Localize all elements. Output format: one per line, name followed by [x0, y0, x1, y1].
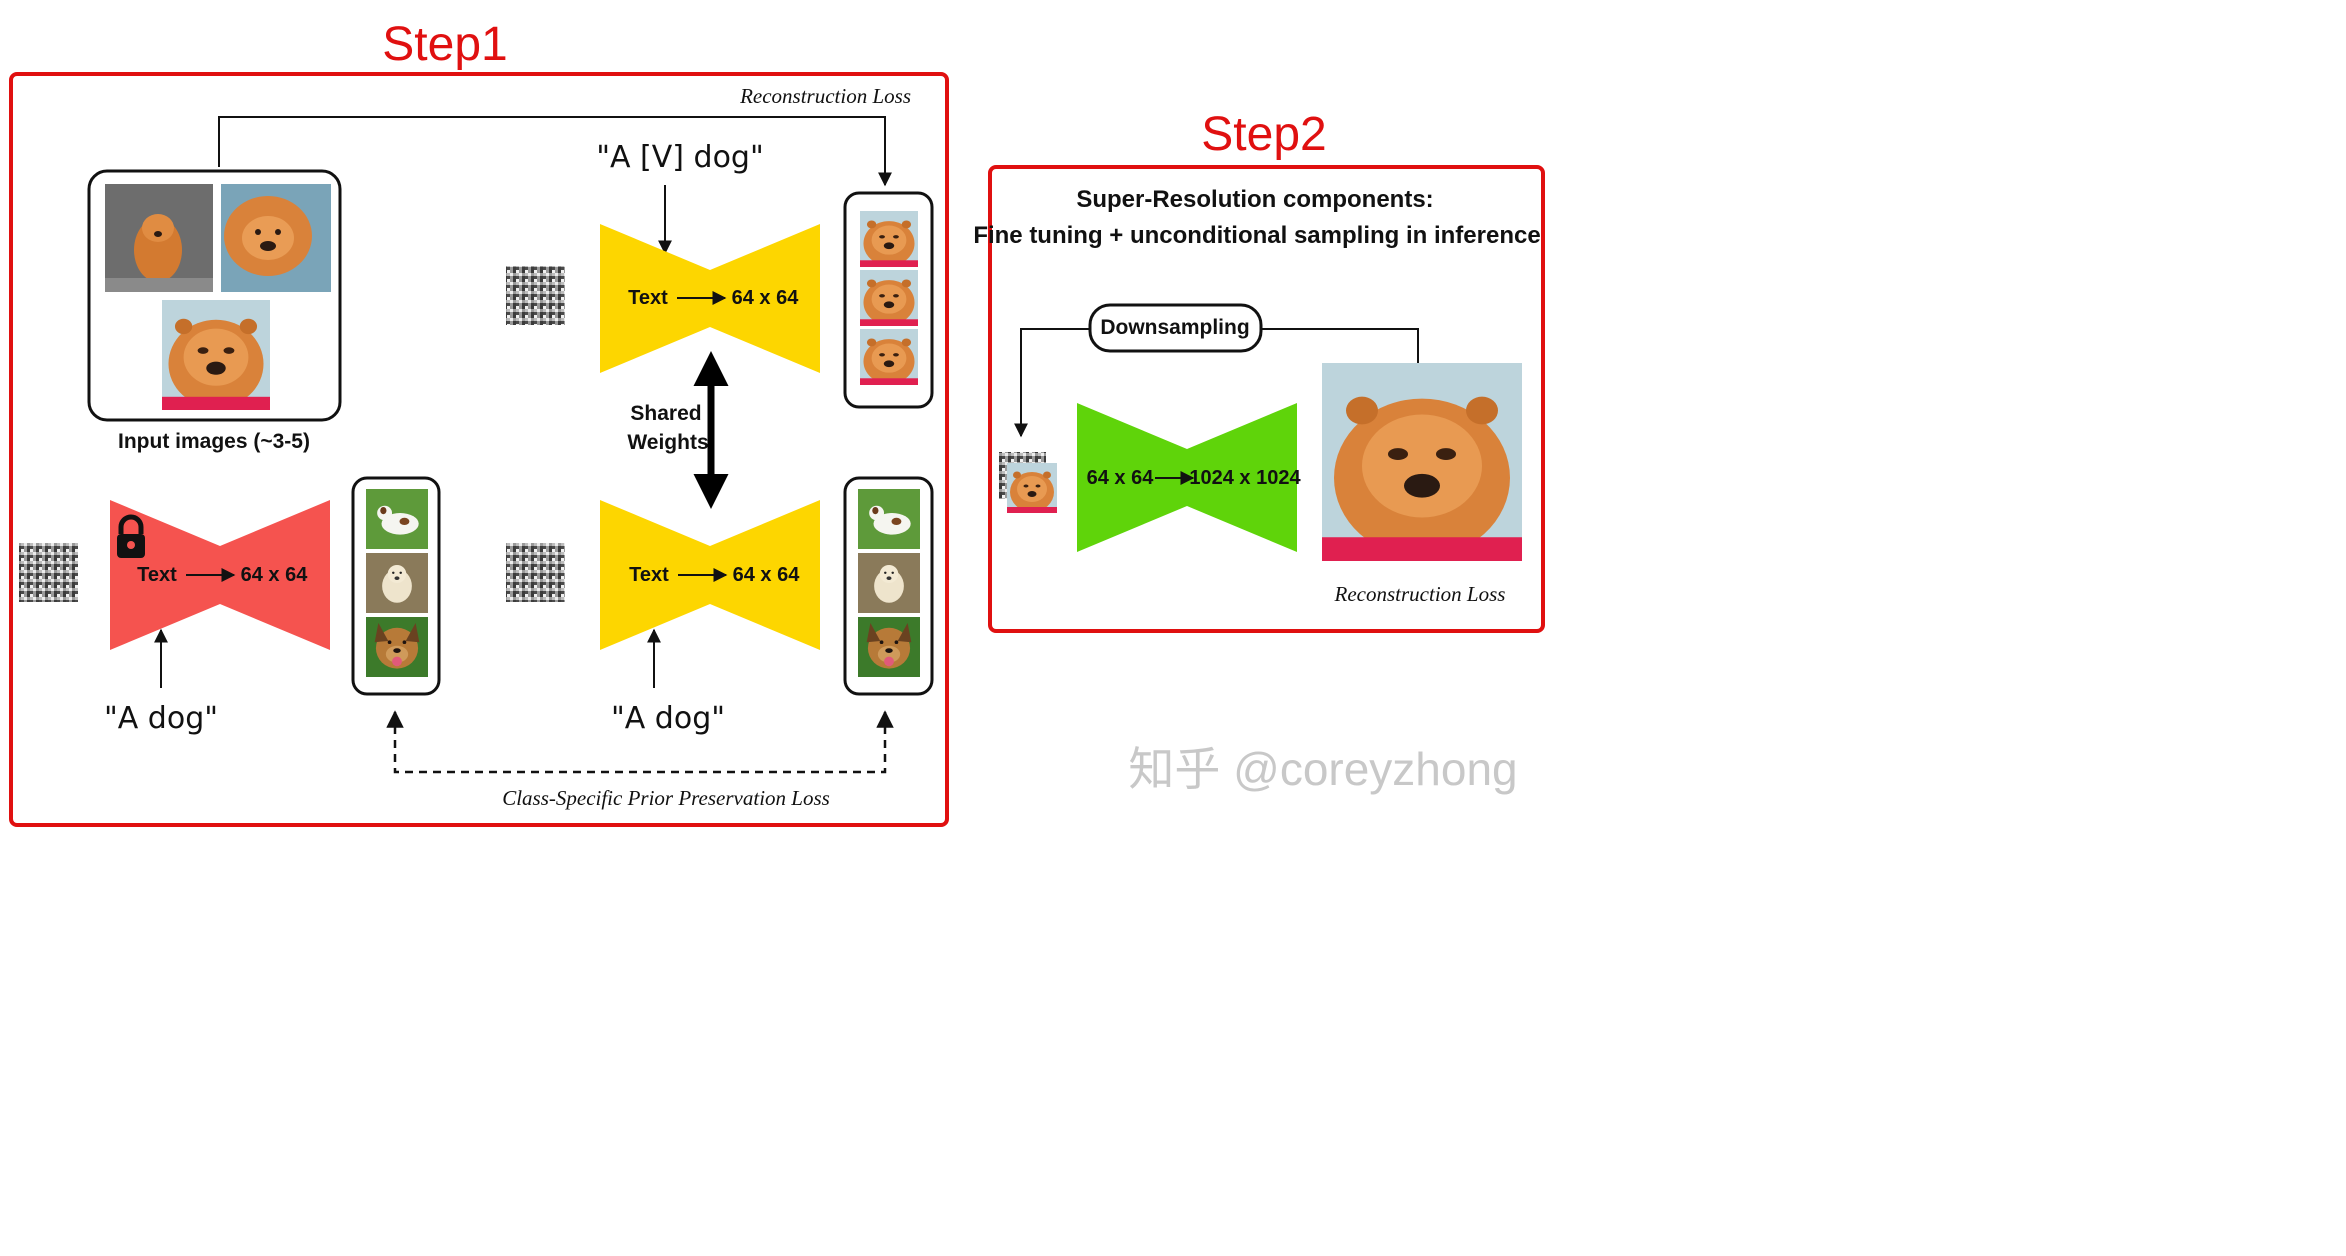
downsampling-connector-left [1014, 328, 1090, 438]
prompt-v-dog: "A [V] dog" [596, 140, 764, 175]
reconstruction-loss-connector [218, 116, 892, 187]
lock-icon [117, 514, 145, 558]
model-frozen-text-label: Text [137, 564, 177, 586]
shared-weights-line2: Weights [627, 431, 708, 454]
dog-photo [860, 270, 918, 326]
prior-preservation-loss-label: Class-Specific Prior Preservation Loss [502, 786, 830, 810]
dog-photo [860, 211, 918, 267]
model-bottom-text-label: Text [629, 564, 669, 586]
watermark: 知乎 @coreyzhong [1128, 743, 1517, 795]
step1-title: Step1 [382, 18, 507, 71]
dog-photo [1322, 363, 1522, 561]
dog-photo [860, 329, 918, 385]
prompt-a-dog-right: "A dog" [611, 701, 725, 736]
dog-photo [366, 489, 428, 549]
dog-photo [858, 489, 920, 549]
prior-preservation-connector [386, 710, 894, 774]
noise-image [506, 543, 565, 602]
dog-photo [105, 184, 213, 292]
step2-heading-line1: Super-Resolution components: [1076, 186, 1433, 213]
dog-photo [366, 617, 428, 677]
downsampling-connector-right [1261, 328, 1419, 363]
step2-title: Step2 [1201, 108, 1326, 161]
dog-photo [858, 617, 920, 677]
model-sr-from-label: 64 x 64 [1087, 467, 1155, 489]
dog-photo [221, 184, 331, 292]
dog-photo [366, 553, 428, 613]
step2-heading-line2: Fine tuning + unconditional sampling in … [973, 222, 1540, 249]
dog-photo [1007, 463, 1057, 513]
step1-reconstruction-loss-label: Reconstruction Loss [739, 84, 911, 108]
noise-image [506, 266, 565, 325]
step2-frame [988, 165, 1545, 633]
shared-weights-line1: Shared [630, 402, 701, 425]
dog-photo [858, 553, 920, 613]
model-top-text-label: Text [628, 287, 668, 309]
input-images-caption: Input images (~3-5) [118, 430, 310, 453]
model-bottom-res-label: 64 x 64 [733, 564, 801, 586]
step1-frame [9, 72, 949, 827]
model-top-res-label: 64 x 64 [732, 287, 800, 309]
model-sr-to-label: 1024 x 1024 [1189, 467, 1301, 489]
dog-photo [162, 300, 270, 410]
downsampling-label: Downsampling [1100, 316, 1249, 339]
step2-reconstruction-loss-label: Reconstruction Loss [1334, 582, 1506, 606]
model-frozen-res-label: 64 x 64 [241, 564, 309, 586]
prompt-a-dog-left: "A dog" [104, 701, 218, 736]
noise-image [19, 543, 78, 602]
